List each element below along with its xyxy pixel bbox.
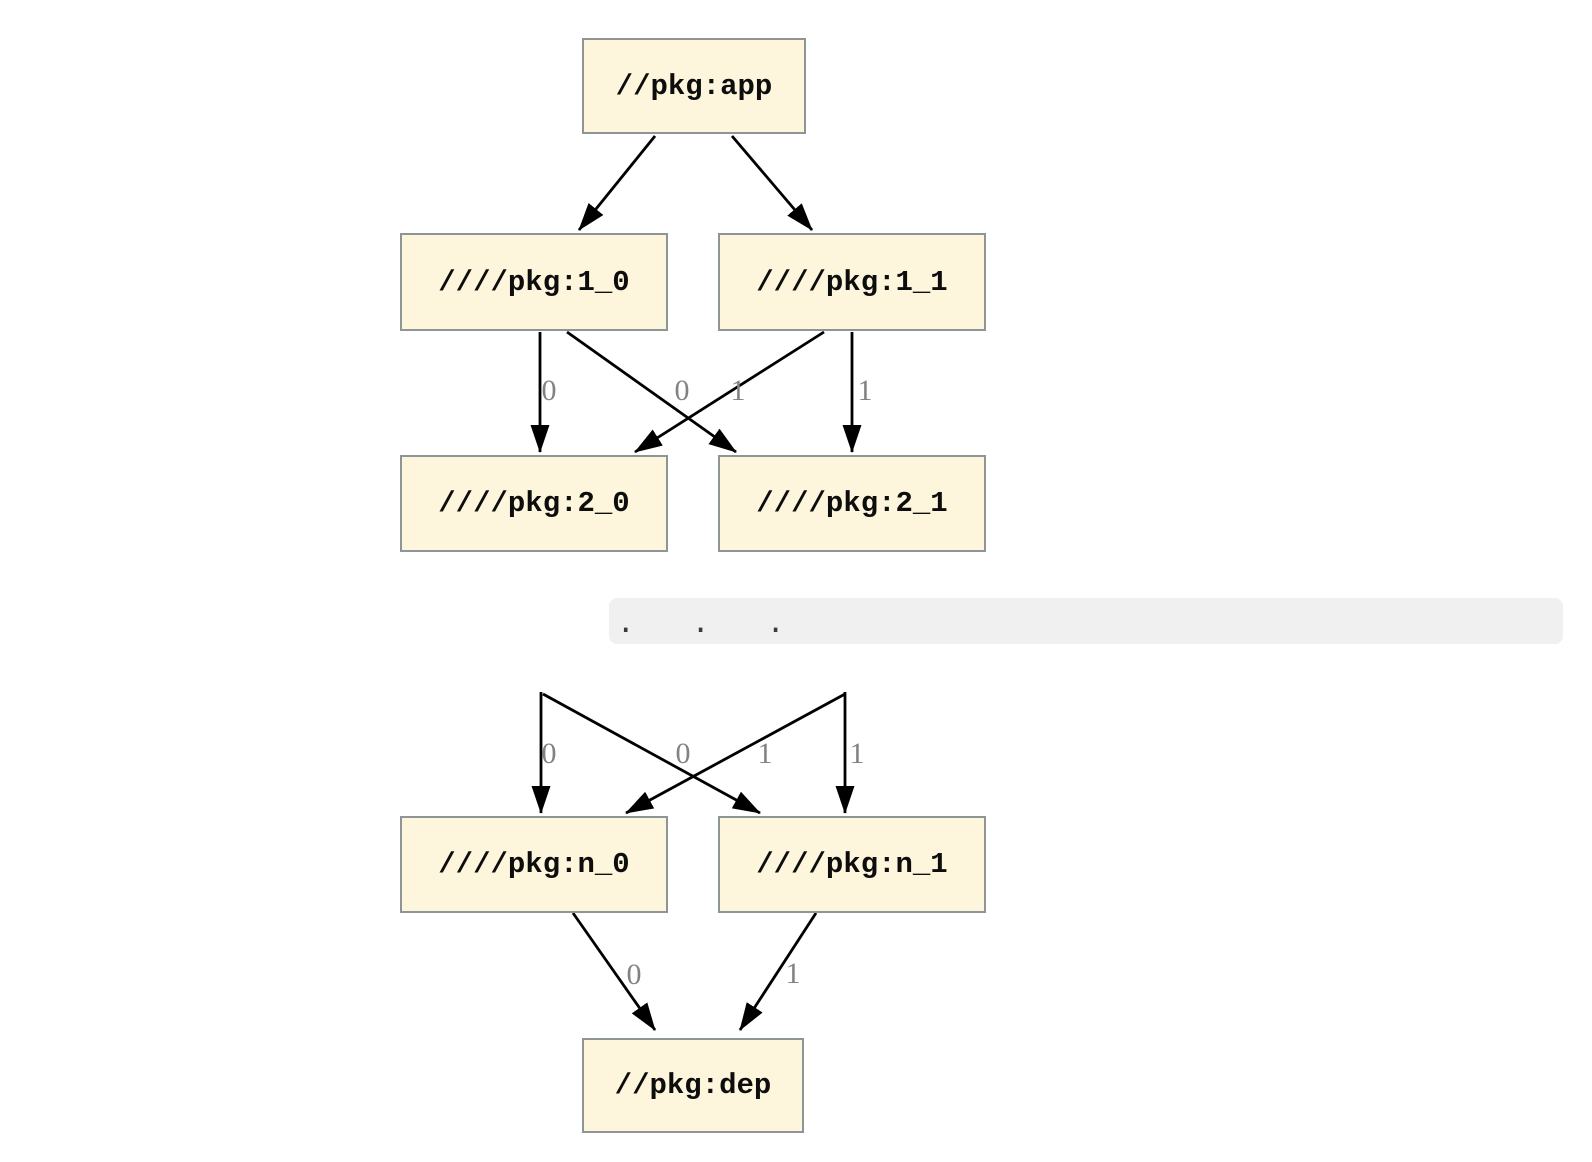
edge-label-right-to-n_0: 0: [675, 737, 691, 770]
edge-app-to-1_0: [577, 135, 657, 231]
edge-n_0-to-dep: [571, 912, 657, 1031]
edge-label-n_1-to-dep: 1: [785, 957, 801, 990]
edge-1_1-to-2_0: [634, 330, 825, 454]
edge-hidden-right-to-n_0: [625, 692, 846, 815]
ellipsis-text: . . .: [617, 605, 805, 639]
edge-label-1_0-to-2_0: 0: [541, 374, 557, 407]
ellipsis-band: . . .: [609, 598, 1563, 644]
edge-label-1_1-to-2_0: 0: [674, 374, 690, 407]
node-pkg-app: //pkg:app: [582, 38, 806, 134]
node-pkg-dep: //pkg:dep: [582, 1038, 804, 1133]
edge-label-left-to-n_1: 1: [757, 737, 773, 770]
edge-label-1_1-to-2_1: 1: [857, 374, 873, 407]
node-pkg-1_1: ////pkg:1_1: [718, 233, 986, 331]
node-pkg-n_1: ////pkg:n_1: [718, 816, 986, 913]
edge-hidden-left-to-n_1: [542, 692, 761, 815]
edge-1_0-to-2_1: [566, 330, 737, 454]
node-pkg-2_0: ////pkg:2_0: [400, 455, 668, 552]
node-pkg-2_1: ////pkg:2_1: [718, 455, 986, 552]
edge-label-right-to-n_1: 1: [849, 737, 865, 770]
node-pkg-1_0: ////pkg:1_0: [400, 233, 668, 331]
edge-app-to-1_1: [730, 135, 814, 231]
node-pkg-n_0: ////pkg:n_0: [400, 816, 668, 913]
edge-n_1-to-dep: [738, 912, 818, 1031]
edge-label-left-to-n_0: 0: [541, 737, 557, 770]
edge-label-n_0-to-dep: 0: [626, 958, 642, 991]
edge-label-1_0-to-2_1: 1: [730, 374, 746, 407]
